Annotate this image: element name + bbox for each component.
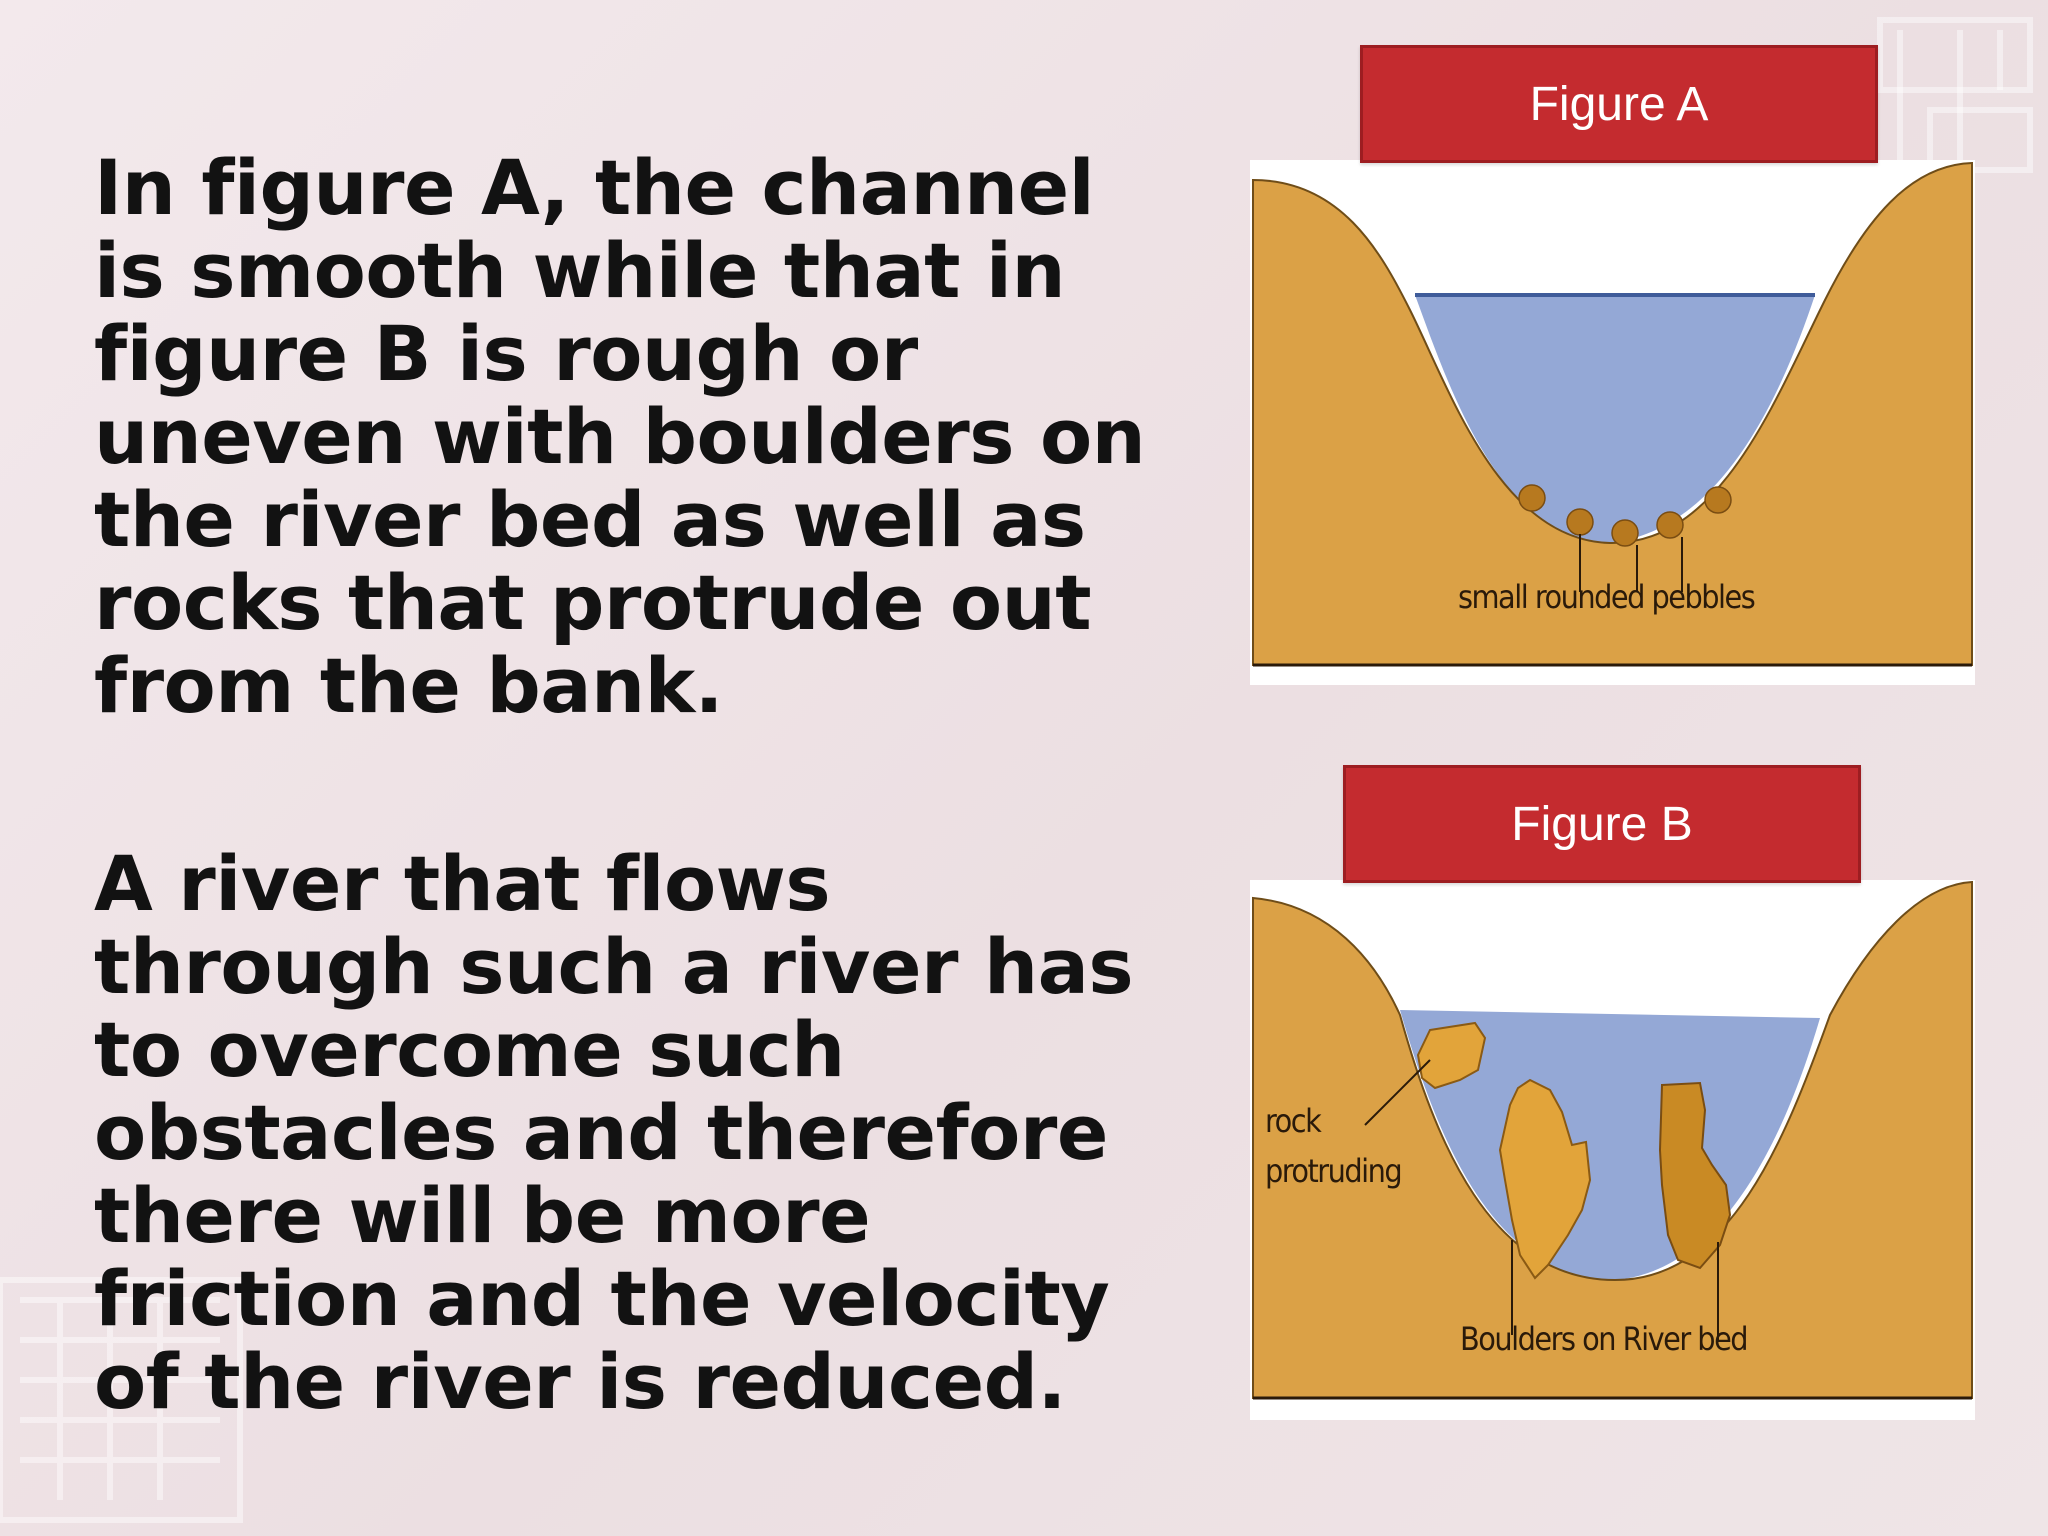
paragraph-line: A river that flows bbox=[94, 839, 831, 928]
boulder bbox=[1658, 1081, 1732, 1270]
annotation-leader-lines bbox=[1364, 1059, 1719, 1340]
pebble bbox=[1566, 508, 1594, 536]
paragraph-line: of the river is reduced. bbox=[94, 1337, 1066, 1426]
rock-annotation-line2: protruding bbox=[1265, 1152, 1401, 1190]
paragraph-line: rocks that protrude out bbox=[94, 558, 1092, 647]
river-water bbox=[1415, 295, 1815, 543]
paragraph-line: is smooth while that in bbox=[94, 226, 1066, 315]
boulders-annotation: Boulders on River bed bbox=[1460, 1320, 1747, 1358]
figure-a-title: Figure A bbox=[1360, 45, 1878, 163]
pebbles-annotation: small rounded pebbles bbox=[1458, 578, 1755, 616]
pebbles bbox=[1518, 484, 1732, 547]
pebble bbox=[1704, 486, 1732, 514]
paragraph-line: In figure A, the channel bbox=[94, 143, 1095, 232]
paragraph-line: friction and the velocity bbox=[94, 1254, 1110, 1343]
figure-b-diagram: rock protruding Boulders on River bed bbox=[1250, 880, 1975, 1420]
rock-annotation-line1: rock bbox=[1265, 1102, 1322, 1140]
river-bank bbox=[1252, 880, 1973, 1399]
boulder bbox=[1498, 1078, 1592, 1280]
protruding-rock bbox=[1416, 1021, 1487, 1090]
paragraph-line: obstacles and therefore bbox=[94, 1088, 1108, 1177]
pebble bbox=[1518, 484, 1546, 512]
paragraph-line: the river bed as well as bbox=[94, 475, 1086, 564]
paragraph-friction-explanation: A river that flows through such a river … bbox=[94, 839, 1134, 1426]
paragraph-line: figure B is rough or bbox=[94, 309, 918, 398]
paragraph-line: there will be more bbox=[94, 1171, 871, 1260]
figure-a-diagram: small rounded pebbles bbox=[1250, 160, 1975, 685]
pebble bbox=[1656, 511, 1684, 539]
pebble-leader-lines bbox=[1579, 534, 1683, 592]
figure-b-title: Figure B bbox=[1343, 765, 1861, 883]
paragraph-line: through such a river has bbox=[94, 922, 1134, 1011]
pebble bbox=[1611, 519, 1639, 547]
paragraph-line: to overcome such bbox=[94, 1005, 845, 1094]
paragraph-channel-comparison: In figure A, the channel is smooth while… bbox=[94, 143, 1146, 730]
paragraph-line: from the bank. bbox=[94, 641, 724, 730]
paragraph-line: uneven with boulders on bbox=[94, 392, 1146, 481]
